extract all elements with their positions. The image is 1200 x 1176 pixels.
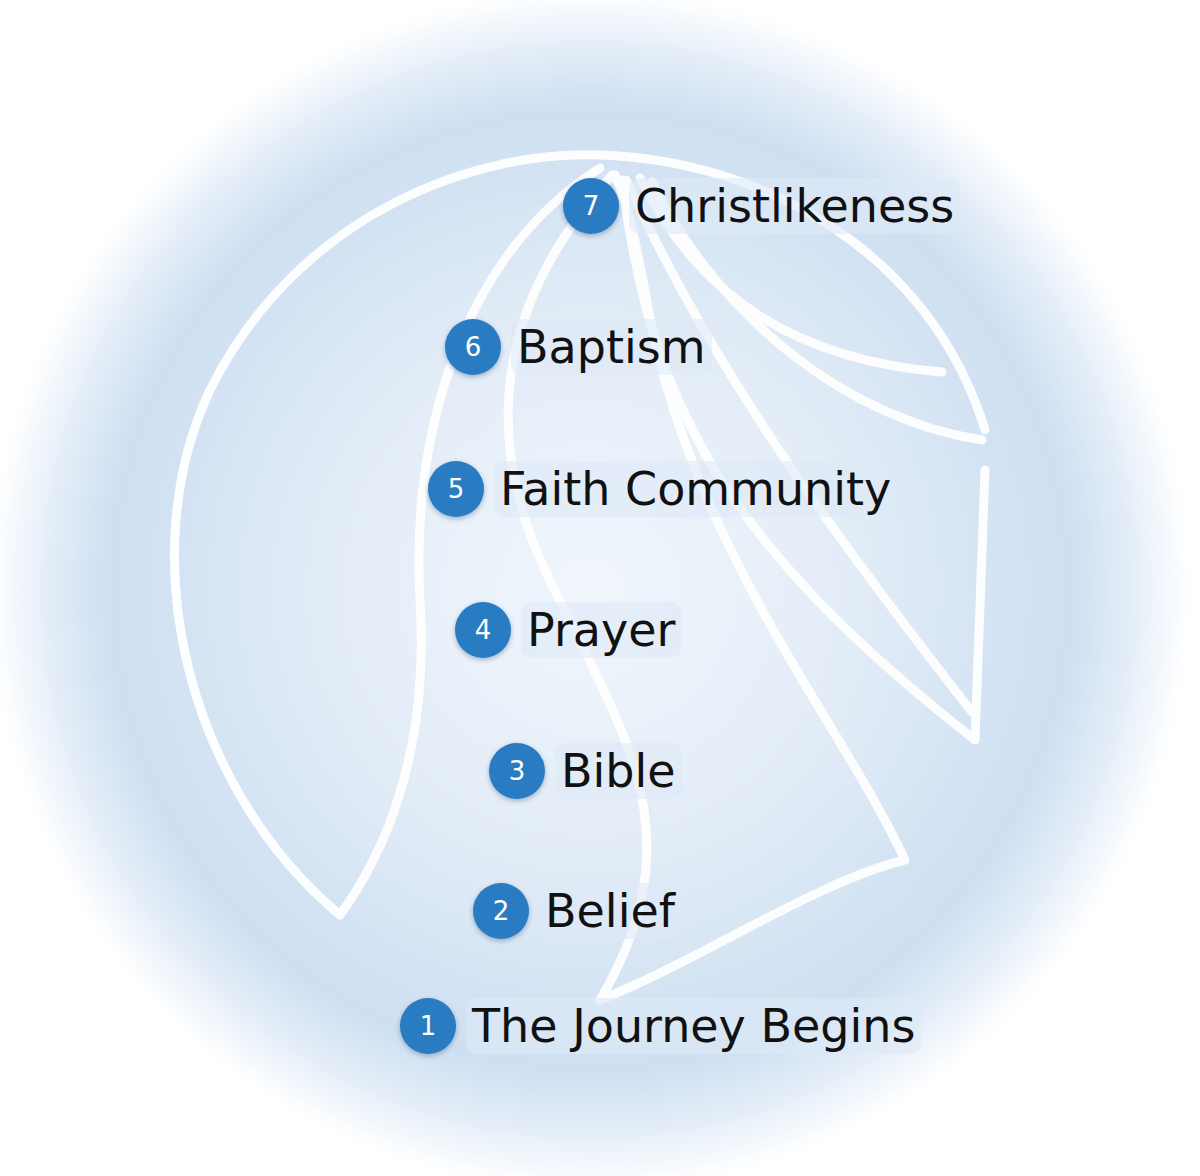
callout-number: 1 [400, 998, 456, 1054]
callout-number: 4 [455, 602, 511, 658]
callout-number: 7 [563, 178, 619, 234]
step-item: 1The Journey Begins [400, 998, 921, 1054]
step-label: Bible [555, 743, 682, 799]
step-label: Faith Community [494, 461, 897, 517]
step-label: Belief [539, 883, 681, 939]
step-label: Prayer [521, 602, 681, 658]
step-label: Baptism [511, 319, 712, 375]
step-item: 4Prayer [455, 602, 681, 658]
step-label: The Journey Begins [466, 998, 921, 1054]
callout-number: 2 [473, 883, 529, 939]
callout-number: 6 [445, 319, 501, 375]
step-item: 5Faith Community [428, 461, 897, 517]
callout-number: 3 [489, 743, 545, 799]
flame-emblem [174, 155, 985, 1000]
step-item: 7Christlikeness [563, 178, 960, 234]
callout-number: 5 [428, 461, 484, 517]
step-label: Christlikeness [629, 178, 960, 234]
step-item: 2Belief [473, 883, 681, 939]
step-item: 6Baptism [445, 319, 712, 375]
step-item: 3Bible [489, 743, 682, 799]
